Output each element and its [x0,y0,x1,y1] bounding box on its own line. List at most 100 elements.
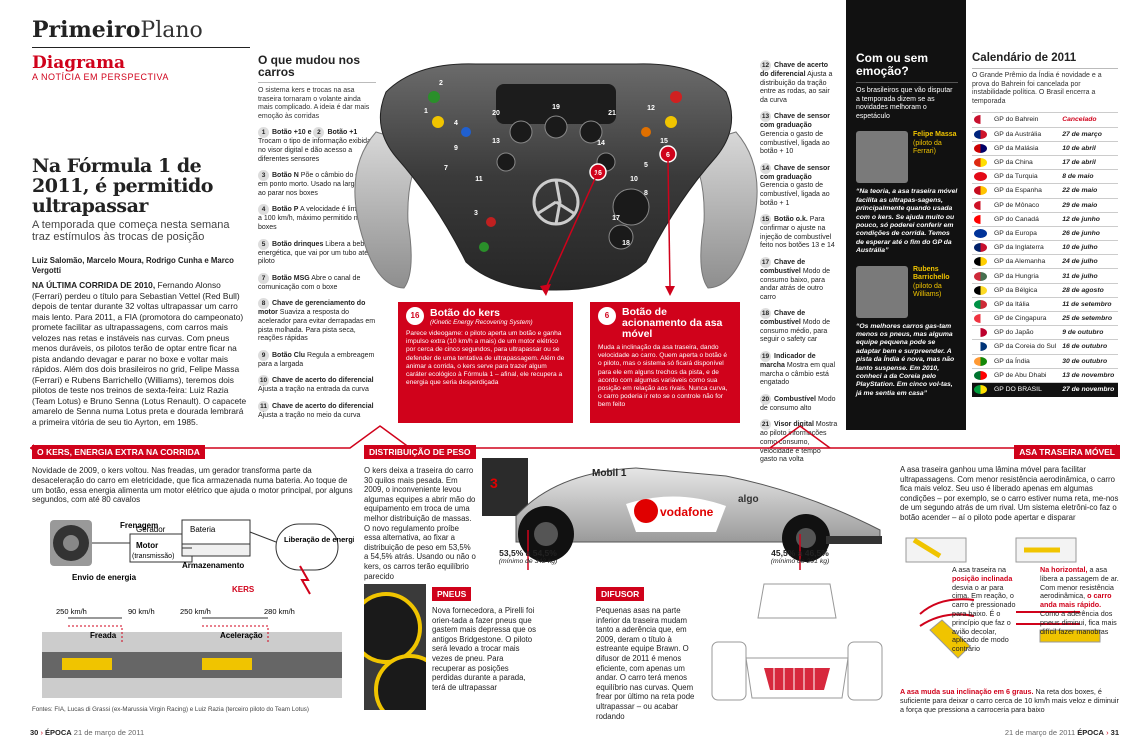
control-number: 9 [258,349,269,361]
label-liberacao: Liberação de energia [284,535,354,544]
control-desc: Mostra em qual marcha o câmbio está enga… [760,362,836,387]
gp-date: Cancelado [1060,112,1118,128]
gp-date: 10 de abril [1060,140,1118,156]
control-desc: Suaviza a resposta do acelerador para ev… [258,309,376,343]
date-left: 21 de março de 2011 [73,728,145,737]
control-number: 19 [760,351,771,363]
control-number: 10 [258,375,269,387]
brand: PrimeiroPlano [32,18,252,43]
label-freada: Freada [90,631,117,640]
gp-name: GP da Turquia [992,169,1061,184]
control-number: 8 [258,298,269,310]
gp-date: 26 de junho [1060,225,1118,241]
label-armazenamento: Armazenamento [182,561,244,570]
control-desc: Ajusta a distribuição da tração entre as… [760,71,833,104]
massa-photo [856,131,908,184]
rear-weight-label: 53,5% a 54,5% (mínimo de 342 kg) [487,548,569,565]
kers-diagram: Frenagem Gerador Bateria Armazenamento M… [42,519,354,698]
control-number: 11 [258,400,269,412]
wheel-number-label: 1 [424,108,428,115]
gp-date: 25 de setembro [1060,310,1118,326]
control-number: 17 [760,256,771,268]
wing-flat-red2: o carro anda mais rápido. [1040,591,1112,610]
pointer-arrows [540,160,675,296]
article-body-text: Fernando Alonso (Ferrari) perdeu o títul… [32,280,247,427]
control-name: Chave de acerto do diferencial [272,402,374,410]
gp-date: 22 de maio [1060,183,1118,198]
kers-number-badge: 16 [406,307,424,325]
gp-name: GP da Austrália [992,126,1061,142]
gp-name: GP da Malásia [992,140,1061,156]
wing-number-badge: 6 [598,307,616,325]
country-flag-icon [974,257,987,267]
wheel-number-label: 18 [622,240,630,247]
article: Na Fórmula 1 de 2011, é permitido ultrap… [32,156,250,427]
wing-inclined-a: A asa traseira na [952,565,1006,574]
gp-date: 27 de novembro [1060,381,1118,397]
speed-280: 280 km/h [264,607,295,616]
gp-date: 10 de julho [1060,240,1118,255]
gp-name: GP DO BRASIL [992,381,1061,397]
gp-name: GP da China [992,154,1061,170]
tires-title: PNEUS [432,587,472,601]
wing-inclined-b: desvia o ar para cima. Em reação, o carr… [952,582,1016,654]
page-number-left: 30 [30,728,39,737]
rear-wing-body: A asa traseira ganhou uma lâmina móvel p… [900,465,1119,522]
race-car-illustration: Mobil 1 vodafone algo 3 [482,458,882,570]
rear-weight-pct: 53,5% a 54,5% [499,548,557,558]
label-motor: Motor [136,541,158,550]
rear-wing-section: ASA TRASEIRA MÓVEL A asa traseira ganhou… [900,442,1120,523]
rear-wing-diagrams [905,537,1101,659]
kers-box-subtitle: (Kinetic Energy Recovering System) [430,319,533,326]
control-name: Botão Clu [272,351,306,359]
rubens-photo [856,265,908,318]
wheel-number-label: 5 [644,162,648,169]
changes-intro: O sistema kers e trocas na asa traseira … [258,87,370,120]
brand-light: Plano [140,18,203,43]
control-name: Chave de sensor com graduação [760,113,831,130]
wheel-number-label: 8 [644,190,648,197]
label-frenagem: Frenagem [120,521,158,530]
control-number: 20 [760,393,771,405]
label-gerador: Gerador [136,525,166,534]
gp-name: GP de Mônaco [992,197,1061,213]
wing-flat-c: Como a aderência dos pneus diminui, fica… [1040,608,1117,636]
brand-bold: Primeiro [32,17,141,43]
gp-date: 30 de outubro [1060,353,1118,369]
rubens-name: Rubens Barrichello [913,265,950,282]
gp-name: GP do Bahrein [992,112,1061,128]
control-desc: Gerencia o gasto de combustível, ligada … [760,182,830,207]
country-flag-icon [974,143,987,153]
wing-box-body: Muda a inclinação da asa traseira, dando… [598,344,728,409]
control-desc: Modo de consumo médio, para seguir o saf… [760,319,831,344]
gp-name: GP da Índia [992,353,1061,369]
wheel-number-label: 12 [647,105,655,112]
massa-name: Felipe Massa [913,131,957,139]
country-flag-icon [974,129,987,139]
opinion-title: Com ou sem emoção? [856,51,929,78]
country-flag-icon [974,214,987,224]
wing-bottom-text: Na reta dos boxes, é suficiente para dei… [900,687,1119,714]
control-number: 3 [258,170,269,182]
section-subtitle: A NOTÍCIA EM PERSPECTIVA [32,72,169,82]
wheel-number-label: 14 [597,140,605,147]
wing-flat-red1: Na horizontal, [1040,565,1088,574]
gp-name: GP da Bélgica [992,282,1061,298]
kers-section-title: O KERS, ENERGIA EXTRA NA CORRIDA [32,445,205,459]
article-body-lead: NA ÚLTIMA CORRIDA DE 2010, [32,280,156,290]
calendar-title: Calendário de 2011 [972,52,1077,64]
massa-team: (piloto da Ferrari) [913,139,942,156]
